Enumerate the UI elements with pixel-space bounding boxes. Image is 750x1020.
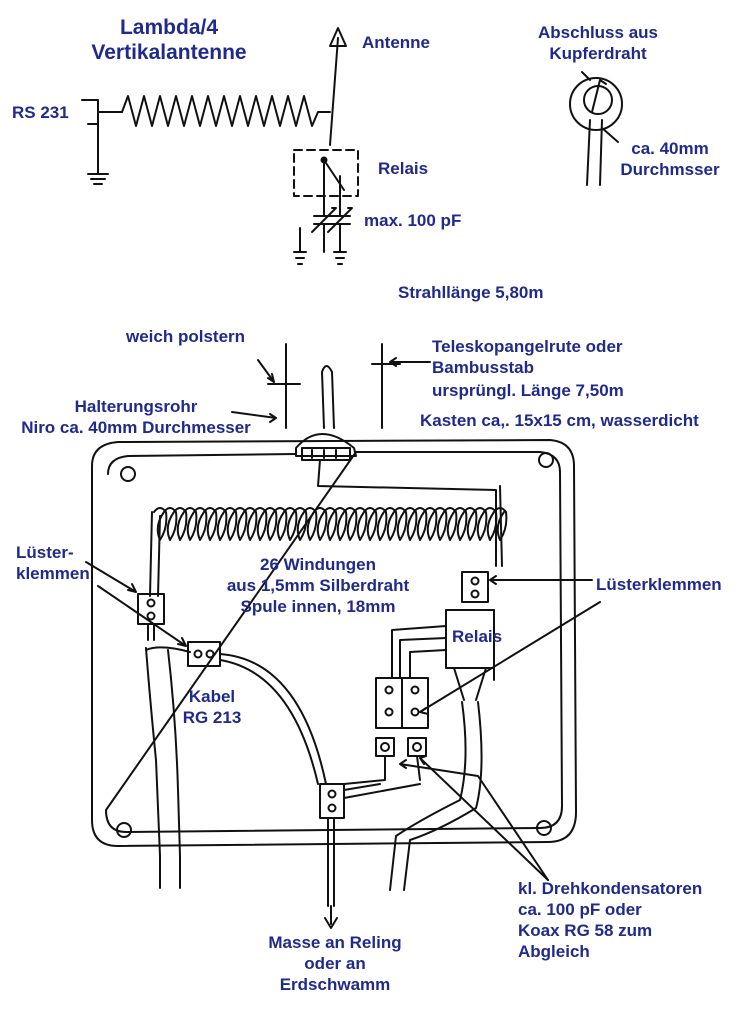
antenna-arrow-icon [329,27,347,47]
ground-symbol [87,171,109,185]
antenne-label: Antenne [362,33,430,52]
rohr-line-2: Niro ca. 40mm Durchmesser [21,418,251,437]
coil-winding [149,459,508,597]
coil-label: 26 Windungen aus 1,5mm Silberdraht Spule… [196,554,440,617]
schematic [81,27,359,265]
diagram-title: Lambda/4 Vertikalantenne [74,15,264,65]
weich-label: weich polstern [126,327,246,346]
dreh-line-2: ca. 100 pF oder [518,900,642,919]
relay-box [293,149,359,197]
coil-line-3: Spule innen, 18mm [240,597,396,616]
rs231-label: RS 231 [12,103,69,122]
loop-diameter-line-1: ca. 40mm [631,139,709,158]
kabel-line-2: RG 213 [182,708,242,727]
mount-tube [231,343,431,429]
pointer-arrows [85,561,601,881]
loop-label: Abschluss aus Kupferdraht [528,22,668,64]
loop-diameter-label: ca. 40mm Durchmsser [612,138,728,180]
coil-line-1: 26 Windungen [259,555,376,574]
relais-schematic-label: Relais [378,159,429,178]
coil-symbol [121,95,331,127]
enclosure [91,433,577,847]
kabel-label: Kabel RG 213 [170,686,254,728]
dreh-line-1: kl. Drehkondensatoren [518,879,703,898]
tele-line-1: Teleskopangelrute oder [432,337,623,356]
relais-box-label: Relais [452,627,503,646]
laenge-label: ursprüngl. Länge 7,50m [432,381,624,400]
dreh-line-4: Abgleich [518,942,590,961]
kasten-label: Kasten ca,. 15x15 cm, wasserdicht [420,411,699,430]
masse-line-2: oder an [304,954,366,973]
kabel-line-1: Kabel [188,687,236,706]
title-line-2: Vertikalantenne [91,41,247,64]
tele-label: Teleskopangelrute oder Bambusstab [432,336,623,378]
title-line-1: Lambda/4 [119,16,219,39]
tele-line-2: Bambusstab [432,358,535,377]
coil-line-2: aus 1,5mm Silberdraht [226,576,410,595]
copper-loop [569,71,623,186]
luester-left-line-1: Lüster- [16,543,74,562]
dreh-label: kl. Drehkondensatoren ca. 100 pF oder Ko… [518,878,702,962]
masse-line-3: Erdschwamm [279,975,391,994]
rohr-line-1: Halterungsrohr [74,397,198,416]
rs231-bracket [81,99,99,173]
masse-line-1: Masse an Reling [268,933,402,952]
antenna-mast [329,37,339,146]
luester-left-line-2: klemmen [16,564,90,583]
dreh-line-3: Koax RG 58 zum [518,921,653,940]
capacitor-label: max. 100 pF [364,211,462,230]
strahl-label: Strahllänge 5,80m [398,283,544,302]
masse-label: Masse an Reling oder an Erdschwamm [240,932,430,995]
loop-diameter-line-2: Durchmsser [620,160,720,179]
luester-left-label: Lüster- klemmen [16,542,90,584]
rohr-label: Halterungsrohr Niro ca. 40mm Durchmesser [8,396,264,438]
loop-label-line-2: Kupferdraht [549,44,647,63]
loop-label-line-1: Abschluss aus [538,23,658,42]
luester-right-label: Lüsterklemmen [596,575,722,594]
cables [145,625,495,929]
